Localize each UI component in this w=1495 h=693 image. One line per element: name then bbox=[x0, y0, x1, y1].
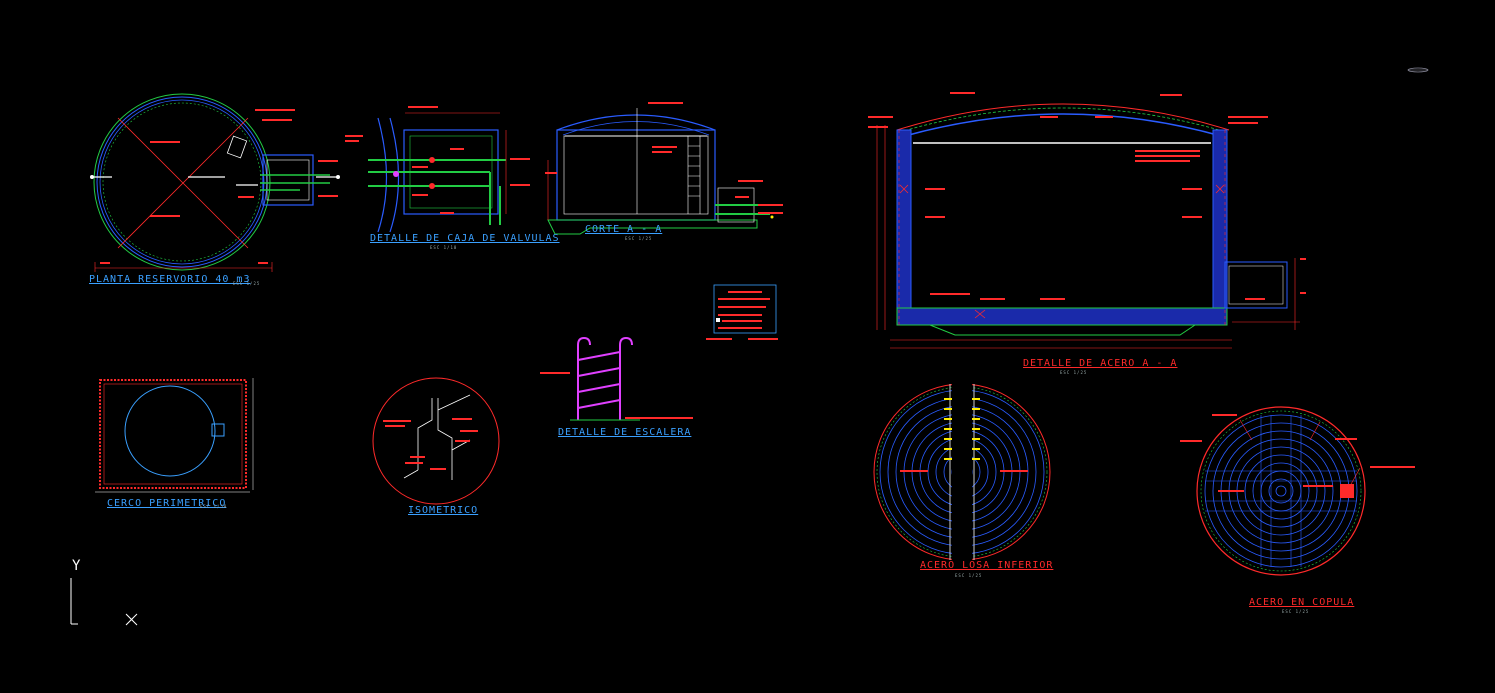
specifications-table bbox=[706, 284, 778, 340]
cerco-scale: ESC 1/50 bbox=[200, 504, 228, 509]
acero-copula-plan bbox=[1180, 406, 1415, 576]
acero-aa-title: DETALLE DE ACERO A - A bbox=[1023, 358, 1178, 369]
corte-a-a-section bbox=[545, 102, 783, 235]
losa-title: ACERO LOSA INFERIOR bbox=[920, 560, 1054, 571]
north-arrow-icon bbox=[1407, 67, 1429, 73]
escalera-title: DETALLE DE ESCALERA bbox=[558, 427, 692, 438]
ucs-y-label: Y bbox=[72, 558, 82, 574]
corte-scale: ESC 1/25 bbox=[625, 236, 653, 241]
cerco-perimetrico-plan bbox=[95, 378, 254, 493]
corte-title: CORTE A - A bbox=[585, 224, 663, 235]
copula-title: ACERO EN COPULA bbox=[1249, 597, 1355, 608]
caja-title: DETALLE DE CAJA DE VALVULAS bbox=[370, 233, 560, 244]
losa-scale: ESC 1/25 bbox=[955, 573, 983, 578]
caja-valvulas-detail bbox=[345, 106, 530, 233]
planta-title: PLANTA RESERVORIO 40 m3 bbox=[89, 274, 251, 285]
detalle-acero-a-a bbox=[868, 92, 1306, 349]
escalera-detail bbox=[540, 336, 693, 421]
acero-losa-inferior-plan bbox=[873, 382, 1051, 562]
acero-aa-scale: ESC 1/25 bbox=[1060, 370, 1088, 375]
planta-scale: ESC 1/25 bbox=[233, 281, 261, 286]
copula-scale: ESC 1/25 bbox=[1282, 609, 1310, 614]
isometrico-detail bbox=[372, 377, 500, 505]
cerco-title: CERCO PERIMETRICO bbox=[107, 498, 227, 509]
planta-reservorio-plan bbox=[90, 93, 340, 272]
caja-scale: ESC 1/10 bbox=[430, 245, 458, 250]
ucs-axis-icon bbox=[70, 578, 138, 626]
isometrico-title: ISOMETRICO bbox=[408, 505, 479, 516]
